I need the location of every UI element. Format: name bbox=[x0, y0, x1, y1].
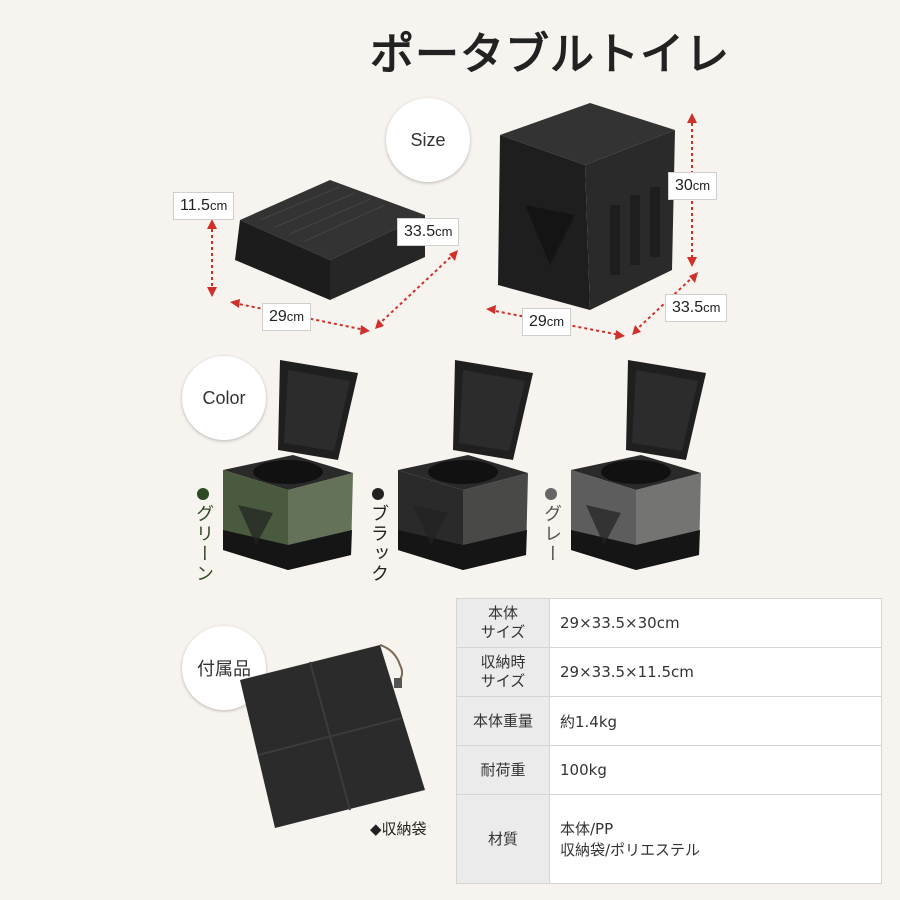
spec-key: 本体サイズ bbox=[456, 598, 550, 648]
spec-key: 本体重量 bbox=[456, 696, 550, 746]
spec-value-line: 29×33.5×30cm bbox=[560, 614, 680, 632]
spec-key-line: 耐荷重 bbox=[480, 760, 526, 779]
open-height-label: 30cm bbox=[668, 172, 718, 200]
spec-key: 耐荷重 bbox=[456, 745, 550, 795]
color-dot-icon bbox=[372, 488, 384, 500]
folded-toilet-illustration bbox=[207, 180, 458, 335]
size-badge: Size bbox=[386, 98, 470, 182]
color-name-text: グリーン bbox=[193, 504, 214, 584]
spec-key: 材質 bbox=[456, 794, 550, 884]
spec-key: 収納時サイズ bbox=[456, 647, 550, 697]
spec-value-line: 100kg bbox=[560, 761, 607, 779]
spec-row: 材質 本体/PP 収納袋/ポリエステル bbox=[456, 794, 882, 884]
spec-row: 本体重量 約1.4kg bbox=[456, 696, 882, 746]
open-depth-label: 33.5cm bbox=[665, 294, 728, 322]
color-name-text: グレー bbox=[541, 504, 562, 564]
color-name-2: グレー bbox=[538, 488, 564, 564]
color-name-0: グリーン bbox=[190, 488, 216, 584]
spec-value-line: 収納袋/ポリエステル bbox=[560, 841, 701, 859]
spec-value-line: 29×33.5×11.5cm bbox=[560, 663, 694, 681]
color-dot-icon bbox=[197, 488, 209, 500]
spec-key-line: 本体 bbox=[487, 604, 518, 622]
spec-key-line: 材質 bbox=[487, 829, 518, 848]
toilet-variant-image bbox=[398, 360, 533, 570]
toilet-variant-image bbox=[571, 360, 706, 570]
spec-value: 約1.4kg bbox=[549, 696, 882, 746]
storage-bag-image bbox=[240, 644, 425, 828]
spec-row: 耐荷重 100kg bbox=[456, 745, 882, 795]
color-name-text: ブラック bbox=[368, 504, 389, 584]
folded-depth-label: 33.5cm bbox=[397, 218, 460, 246]
spec-key-line: サイズ bbox=[480, 623, 526, 641]
spec-value: 29×33.5×11.5cm bbox=[549, 647, 882, 697]
spec-value-line: 約1.4kg bbox=[560, 712, 618, 731]
spec-value: 本体/PP 収納袋/ポリエステル bbox=[549, 794, 882, 884]
spec-key-line: サイズ bbox=[480, 672, 526, 690]
color-badge: Color bbox=[182, 356, 266, 440]
spec-value-line: 本体/PP bbox=[560, 820, 614, 838]
open-toilet-illustration bbox=[486, 103, 698, 340]
spec-row: 本体サイズ 29×33.5×30cm bbox=[456, 598, 882, 648]
color-name-1: ブラック bbox=[365, 488, 391, 584]
page-title: ポータブルトイレ bbox=[370, 29, 730, 80]
open-width-label: 29cm bbox=[522, 308, 572, 336]
folded-width-label: 29cm bbox=[262, 303, 312, 331]
spec-key-line: 収納時 bbox=[480, 653, 526, 671]
spec-key-line: 本体重量 bbox=[472, 711, 533, 730]
spec-value: 100kg bbox=[549, 745, 882, 795]
spec-row: 収納時サイズ 29×33.5×11.5cm bbox=[456, 647, 882, 697]
spec-value: 29×33.5×30cm bbox=[549, 598, 882, 648]
color-dot-icon bbox=[545, 488, 557, 500]
storage-bag-label: ◆収納袋 bbox=[370, 820, 427, 838]
toilet-variant-image bbox=[223, 360, 358, 570]
folded-height-label: 11.5cm bbox=[173, 192, 235, 220]
